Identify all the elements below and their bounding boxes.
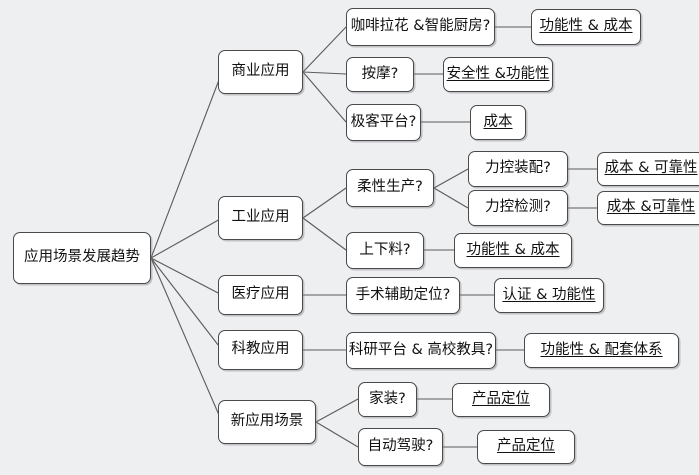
edge-new-driving	[315, 421, 359, 448]
node-industrial[interactable]: 工业应用	[218, 196, 303, 240]
leaf-product-positioning-1[interactable]: 产品定位	[452, 383, 550, 417]
edge-commercial-massage	[302, 71, 347, 75]
node-autonomous-driving[interactable]: 自动驾驶?	[358, 428, 443, 466]
edge-commercial-coffee	[302, 26, 347, 73]
edge-root-medical	[150, 257, 223, 296]
node-geek-platform[interactable]: 极客平台?	[346, 104, 421, 141]
node-force-assembly[interactable]: 力控装配?	[468, 151, 568, 187]
leaf-certification-function[interactable]: 认证 & 功能性	[494, 278, 604, 313]
leaf-product-positioning-2[interactable]: 产品定位	[477, 430, 575, 464]
node-massage[interactable]: 按摩?	[346, 57, 414, 92]
node-home-decoration[interactable]: 家装?	[358, 382, 417, 417]
node-education[interactable]: 科教应用	[218, 330, 303, 370]
leaf-cost[interactable]: 成本	[470, 105, 526, 140]
node-surgical-positioning[interactable]: 手术辅助定位?	[346, 277, 460, 314]
node-loading-unloading[interactable]: 上下料?	[346, 232, 424, 269]
leaf-safety-function[interactable]: 安全性 &功能性	[443, 57, 553, 92]
node-force-inspection[interactable]: 力控检测?	[468, 190, 568, 226]
leaf-function-support[interactable]: 功能性 & 配套体系	[524, 333, 679, 368]
edge-industrial-flexible	[302, 187, 347, 219]
node-root[interactable]: 应用场景发展趋势	[13, 232, 151, 284]
edge-commercial-geek	[302, 71, 347, 123]
leaf-cost-reliability-2[interactable]: 成本 &可靠性	[597, 191, 699, 225]
leaf-function-cost-2[interactable]: 功能性 & 成本	[454, 233, 572, 268]
edge-root-industrial	[150, 217, 223, 259]
node-new-scenarios[interactable]: 新应用场景	[218, 400, 316, 444]
node-flexible-production[interactable]: 柔性生产?	[346, 169, 434, 207]
node-commercial[interactable]: 商业应用	[218, 50, 303, 94]
edge-flexible-inspection	[433, 187, 469, 209]
edge-root-education	[150, 257, 223, 351]
edge-industrial-loading	[302, 217, 347, 251]
edge-root-commercial	[150, 71, 223, 259]
leaf-function-cost-1[interactable]: 功能性 & 成本	[531, 9, 641, 45]
node-medical[interactable]: 医疗应用	[218, 275, 303, 315]
leaf-cost-reliability-1[interactable]: 成本 & 可靠性	[597, 152, 699, 186]
edge-new-home	[315, 398, 359, 423]
node-coffee-kitchen[interactable]: 咖啡拉花 &智能厨房?	[346, 8, 495, 46]
node-research-teaching[interactable]: 科研平台 & 高校教具?	[346, 332, 496, 369]
edge-flexible-assembly	[433, 168, 469, 189]
edge-root-new-scenarios	[150, 257, 223, 423]
